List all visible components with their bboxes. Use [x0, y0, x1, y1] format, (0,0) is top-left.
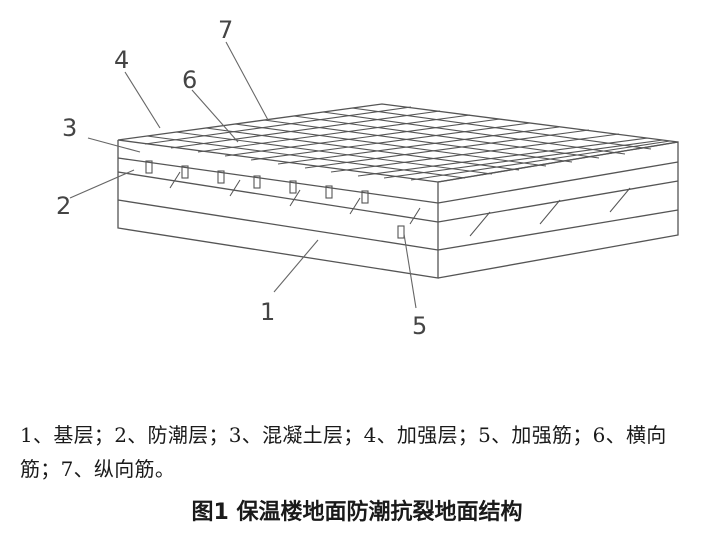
- label-1: 1: [260, 298, 275, 326]
- figure-title: 图1 保温楼地面防潮抗裂地面结构: [191, 500, 523, 525]
- label-5: 5: [412, 312, 427, 340]
- rib-stubs: [145, 160, 405, 239]
- layer-structure-diagram: 1 2 3 4 5 6 7: [56, 16, 679, 340]
- front-right-edges: [437, 141, 679, 279]
- hatch-marks: [169, 171, 631, 237]
- legend-caption: 1、基层；2、防潮层；3、混凝土层；4、加强层；5、加强筋；6、横向筋；7、纵向…: [20, 423, 667, 481]
- label-7: 7: [218, 16, 233, 44]
- label-3: 3: [62, 114, 77, 142]
- leader-lines: [69, 41, 417, 309]
- front-left-edges: [117, 140, 439, 279]
- label-6: 6: [182, 66, 197, 94]
- rebar-grid: [144, 106, 671, 181]
- label-4: 4: [114, 46, 129, 74]
- label-2: 2: [56, 192, 71, 220]
